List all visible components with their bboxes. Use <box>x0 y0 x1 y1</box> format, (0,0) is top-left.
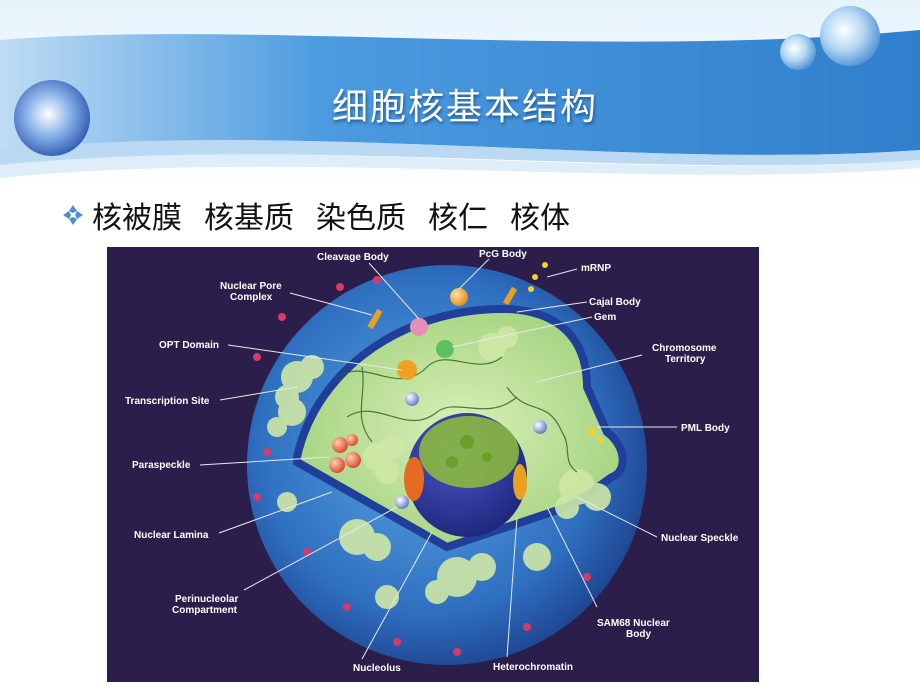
label-transcription-site: Transcription Site <box>125 396 210 407</box>
nuclear-pores <box>253 276 591 656</box>
label-cleavage-body: Cleavage Body <box>317 252 389 263</box>
cleavage-body <box>410 318 428 336</box>
label-nuclear-pore-2: Complex <box>230 292 273 303</box>
paraspeckle-bodies <box>329 434 361 473</box>
label-pcg-body: PcG Body <box>479 249 527 260</box>
label-nuclear-pore-1: Nuclear Pore <box>220 281 282 292</box>
heterochromatin-right <box>513 464 527 500</box>
label-opt-domain: OPT Domain <box>159 340 219 351</box>
diamond-bullet-icon <box>63 205 83 225</box>
nucleus-structure-diagram: Cleavage Body PcG Body mRNP Nuclear Pore… <box>107 247 759 682</box>
label-perinucleolar-1: Perinucleolar <box>175 594 238 605</box>
term-nuclear-body: 核体 <box>510 201 570 236</box>
decorative-orb-left <box>14 80 90 156</box>
leader-lines <box>199 258 677 660</box>
label-sam68-2: Body <box>626 629 651 640</box>
label-perinucleolar-2: Compartment <box>172 605 238 616</box>
slide-title: 细胞核基本结构 <box>331 87 598 128</box>
label-heterochromatin: Heterochromatin <box>493 662 573 673</box>
label-chromosome-territory-1: Chromosome <box>652 343 717 354</box>
label-nucleolus: Nucleolus <box>353 663 401 674</box>
label-mrnp: mRNP <box>581 263 611 274</box>
label-nuclear-lamina: Nuclear Lamina <box>134 530 209 541</box>
decorative-orb-right-large <box>820 6 880 66</box>
label-pml-body: PML Body <box>681 423 730 434</box>
heterochromatin-left <box>404 457 424 501</box>
chromatin-strands <box>336 356 578 473</box>
label-cajal-body: Cajal Body <box>589 297 641 308</box>
bullet-line: 核被膜 核基质 染色质 核仁 核体 <box>60 193 592 237</box>
pml-body <box>533 420 547 434</box>
label-paraspeckle: Paraspeckle <box>132 460 191 471</box>
opt-domain <box>397 360 417 380</box>
term-nuclear-matrix: 核基质 <box>204 201 294 236</box>
pcg-body <box>450 288 468 306</box>
term-chromatin: 染色质 <box>316 201 406 236</box>
term-nuclear-envelope: 核被膜 <box>92 201 182 236</box>
speckle-clusters <box>267 326 611 609</box>
term-nucleolus: 核仁 <box>428 201 488 236</box>
cajal-body <box>436 340 454 358</box>
label-gem: Gem <box>594 312 616 323</box>
label-nuclear-speckle: Nuclear Speckle <box>661 533 739 544</box>
title-banner <box>0 0 920 190</box>
decorative-orb-right-small <box>780 34 816 70</box>
label-chromosome-territory-2: Territory <box>665 354 706 365</box>
label-sam68-1: SAM68 Nuclear <box>597 618 670 629</box>
